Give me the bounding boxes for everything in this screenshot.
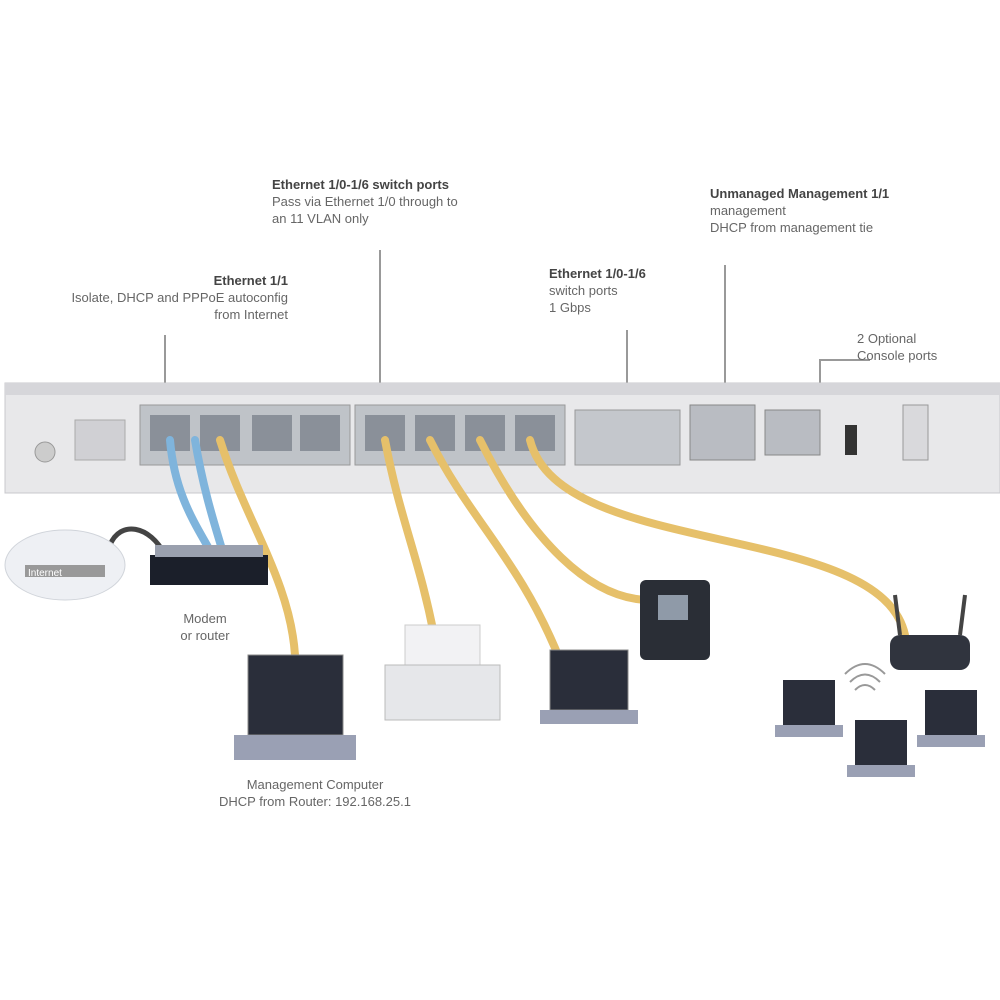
callout-text: switch ports: [549, 283, 618, 298]
management-callout: Unmanaged Management 1/1 management DHCP…: [710, 185, 889, 236]
modem-device: [150, 555, 268, 585]
callout-title: Ethernet 1/0-1/6: [549, 266, 646, 281]
wireless-signal-icon: [844, 663, 886, 691]
callout-title: Ethernet 1/1: [213, 273, 288, 288]
console-port[interactable]: [764, 409, 821, 456]
management-laptop: [234, 654, 356, 760]
uplink-callout: Ethernet 1/1 Isolate, DHCP and PPPoE aut…: [5, 272, 288, 323]
callout-text: Isolate, DHCP and PPPoE autoconfig: [71, 290, 288, 305]
callout-title: Ethernet 1/0-1/6 switch ports: [272, 177, 449, 192]
modem-label-line: or router: [180, 628, 230, 643]
callout-text: 2 Optional: [857, 331, 917, 346]
management-port[interactable]: [689, 404, 756, 461]
wireless-access-point: [890, 594, 970, 670]
internet-cloud: [4, 529, 126, 601]
port-3[interactable]: [300, 415, 340, 451]
cloud-label: Internet: [28, 568, 62, 579]
ip-phone: [640, 580, 710, 660]
printer: [384, 624, 501, 721]
callout-text: Console ports: [857, 348, 938, 363]
callout-text: Pass via Ethernet 1/0 through to: [272, 194, 458, 209]
label-line: DHCP from Router: 192.168.25.1: [219, 794, 411, 809]
laptop-2: [540, 649, 638, 724]
callout-text: management: [710, 203, 786, 218]
wireless-laptops: [775, 680, 985, 777]
chassis-top-edge: [5, 383, 1000, 395]
callout-text: DHCP from management tie: [710, 220, 874, 235]
label-line: Management Computer: [246, 777, 384, 792]
ethernet-ports: [139, 404, 929, 466]
vent-grille: [74, 419, 126, 461]
callout-text: from Internet: [214, 307, 288, 322]
power-button[interactable]: [34, 441, 56, 463]
modem-label: Modem or router: [160, 610, 250, 644]
sfp-ports[interactable]: [574, 409, 681, 466]
callout-title: Unmanaged Management 1/1: [710, 186, 890, 201]
cables: [107, 436, 909, 664]
console-callout: 2 Optional Console ports: [857, 330, 937, 364]
modem-label-line: Modem: [183, 611, 227, 626]
switch-ports-callout: Ethernet 1/0-1/6 switch ports Pass via E…: [272, 176, 458, 227]
management-computer-label: Management Computer DHCP from Router: 19…: [155, 776, 475, 810]
switch-ports-right-callout: Ethernet 1/0-1/6 switch ports 1 Gbps: [549, 265, 646, 316]
reset-slot[interactable]: [902, 404, 929, 461]
callout-text: an 11 VLAN only: [272, 211, 369, 226]
callout-text: 1 Gbps: [549, 300, 591, 315]
usb-port[interactable]: [845, 425, 857, 455]
port-2[interactable]: [252, 415, 292, 451]
